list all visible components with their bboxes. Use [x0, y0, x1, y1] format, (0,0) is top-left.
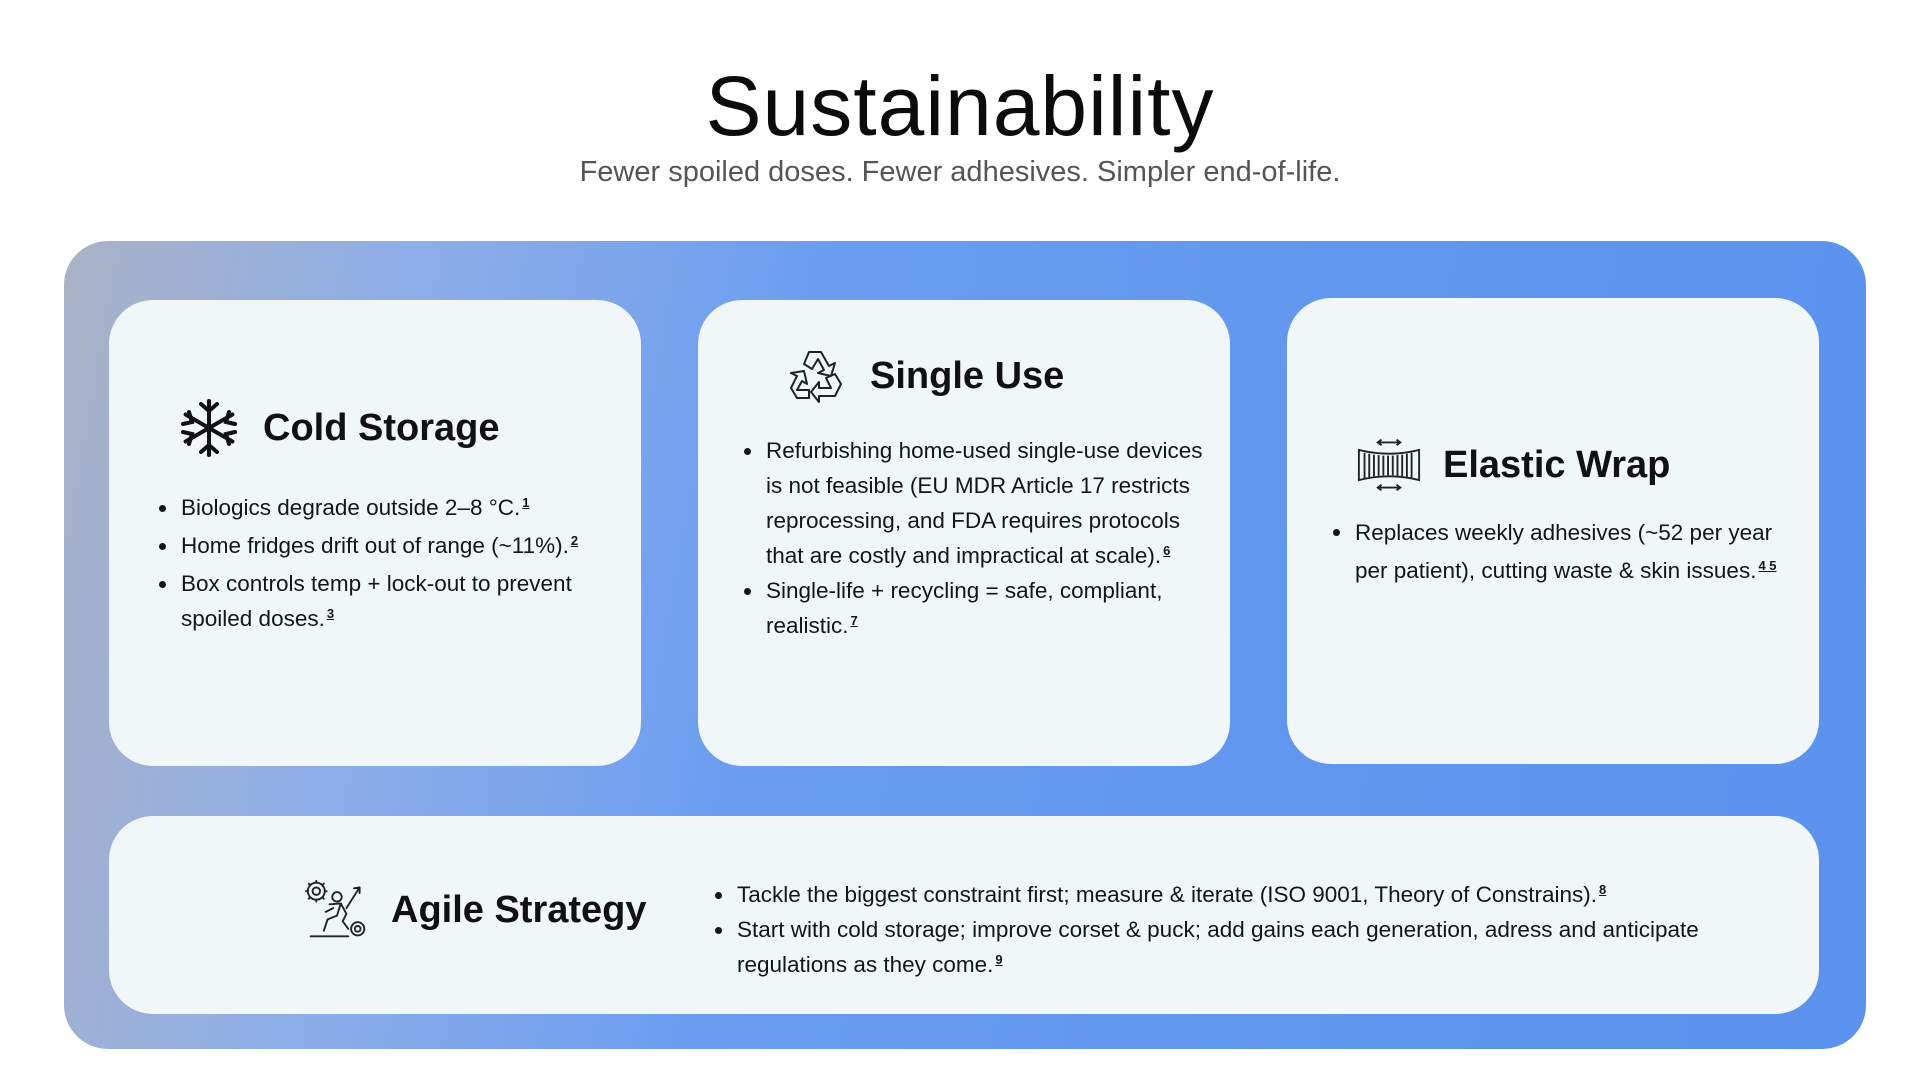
- card-heading: Elastic Wrap: [1443, 443, 1671, 486]
- content-panel: Cold Storage Biologics degrade outside 2…: [64, 241, 1866, 1049]
- snowflake-icon: [177, 396, 241, 460]
- card-header: Agile Strategy: [305, 878, 647, 942]
- page-subtitle: Fewer spoiled doses. Fewer adhesives. Si…: [579, 156, 1341, 188]
- list-item: Tackle the biggest constraint first; mea…: [715, 877, 1745, 912]
- footnote-ref[interactable]: 3: [326, 605, 335, 621]
- footnote-ref[interactable]: 4 5: [1758, 557, 1777, 573]
- list-item: Start with cold storage; improve corset …: [715, 912, 1745, 982]
- footnote-ref[interactable]: 7: [850, 612, 858, 628]
- card-heading: Single Use: [870, 354, 1065, 397]
- card-heading: Agile Strategy: [391, 888, 647, 931]
- card-header: Single Use: [784, 344, 1064, 408]
- footnote-ref[interactable]: 8: [1598, 881, 1607, 897]
- bullet-list: Biologics degrade outside 2–8 °C.1 Home …: [159, 490, 619, 636]
- list-item: Biologics degrade outside 2–8 °C.1: [159, 490, 619, 525]
- list-item: Refurbishing home-used single-use device…: [744, 433, 1204, 573]
- agile-runner-icon: [305, 878, 369, 942]
- page-title: Sustainability: [705, 59, 1215, 153]
- card-single-use: Single Use Refurbishing home-used single…: [698, 300, 1230, 766]
- card-cold-storage: Cold Storage Biologics degrade outside 2…: [109, 300, 641, 766]
- list-item: Single-life + recycling = safe, complian…: [744, 573, 1204, 643]
- list-item: Box controls temp + lock-out to prevent …: [159, 566, 619, 636]
- card-agile-strategy: Agile Strategy Tackle the biggest constr…: [109, 816, 1819, 1014]
- card-header: Cold Storage: [177, 396, 499, 460]
- footnote-ref[interactable]: 1: [522, 494, 530, 510]
- footnote-ref[interactable]: 2: [570, 532, 579, 548]
- bullet-list: Replaces weekly adhesives (~52 per year …: [1333, 514, 1793, 590]
- list-item: Home fridges drift out of range (~11%).2: [159, 528, 619, 563]
- elastic-band-icon: [1357, 433, 1421, 497]
- recycle-icon: [784, 344, 848, 408]
- list-item: Replaces weekly adhesives (~52 per year …: [1333, 514, 1793, 590]
- footnote-ref[interactable]: 6: [1163, 542, 1171, 558]
- bullet-list: Refurbishing home-used single-use device…: [744, 433, 1204, 643]
- footnote-ref[interactable]: 9: [995, 951, 1003, 967]
- card-heading: Cold Storage: [263, 406, 500, 449]
- card-header: Elastic Wrap: [1357, 433, 1670, 497]
- card-elastic-wrap: Elastic Wrap Replaces weekly adhesives (…: [1287, 298, 1819, 764]
- bullet-list: Tackle the biggest constraint first; mea…: [715, 877, 1745, 982]
